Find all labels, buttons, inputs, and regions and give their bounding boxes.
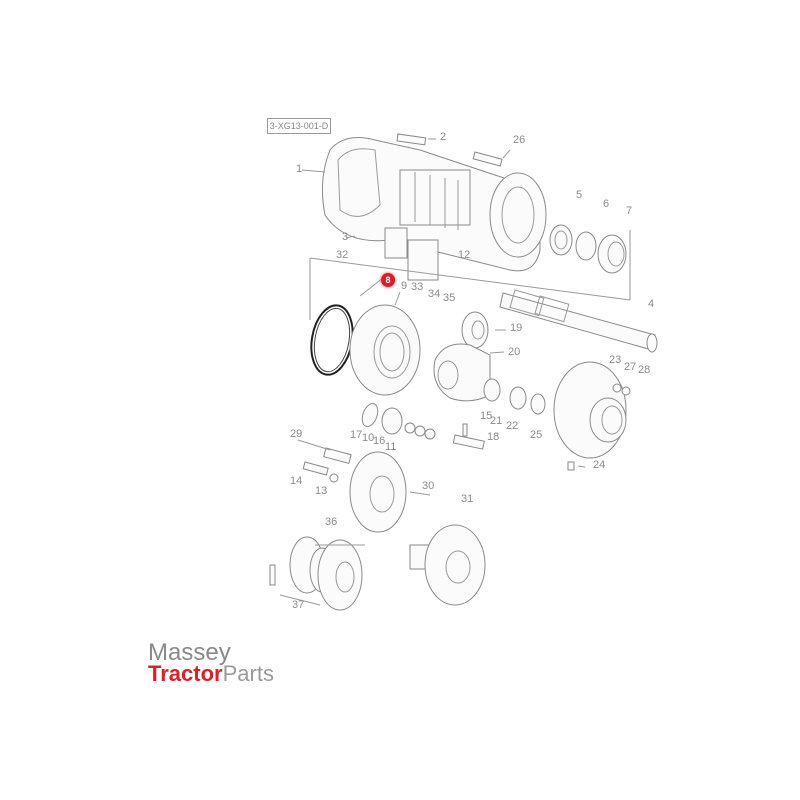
callout-32[interactable]: 32 xyxy=(336,249,348,261)
seal-set-36[interactable] xyxy=(289,536,363,611)
callout-2[interactable]: 2 xyxy=(440,131,446,143)
callout-24[interactable]: 24 xyxy=(593,459,605,471)
callout-31[interactable]: 31 xyxy=(461,493,473,505)
gear-19[interactable] xyxy=(461,311,489,349)
shaft-4[interactable] xyxy=(499,289,658,353)
callout-30[interactable]: 30 xyxy=(422,480,434,492)
bolt-14[interactable] xyxy=(302,461,329,476)
callout-12[interactable]: 12 xyxy=(458,249,470,261)
callout-25[interactable]: 25 xyxy=(530,429,542,441)
callout-13[interactable]: 13 xyxy=(315,485,327,497)
carrier-20[interactable] xyxy=(433,343,491,402)
callout-1[interactable]: 1 xyxy=(296,163,302,175)
callout-14[interactable]: 14 xyxy=(290,475,302,487)
washers-16-11[interactable] xyxy=(404,422,436,440)
axle-housing[interactable] xyxy=(321,137,547,281)
callout-29[interactable]: 29 xyxy=(290,428,302,440)
nut-27-28[interactable] xyxy=(612,383,631,396)
bearing-5[interactable] xyxy=(549,224,573,256)
callout-6[interactable]: 6 xyxy=(603,198,609,210)
seal-6[interactable] xyxy=(575,231,597,261)
bolt-2[interactable] xyxy=(396,133,427,146)
callout-20[interactable]: 20 xyxy=(508,346,520,358)
callout-33[interactable]: 33 xyxy=(411,281,423,293)
bearing-7[interactable] xyxy=(597,234,627,274)
callout-4[interactable]: 4 xyxy=(648,298,654,310)
washer-17[interactable] xyxy=(359,401,380,428)
diagram-reference-code: 3-XG13-001-D xyxy=(267,118,331,134)
callout-17[interactable]: 17 xyxy=(350,429,362,441)
stud-29[interactable] xyxy=(323,447,352,465)
bolt-26[interactable] xyxy=(472,151,503,167)
logo-tractor: Tractor xyxy=(148,661,223,686)
callout-23[interactable]: 23 xyxy=(609,354,621,366)
callout-26[interactable]: 26 xyxy=(513,134,525,146)
plug-24[interactable] xyxy=(567,461,575,471)
pin-37[interactable] xyxy=(269,564,276,586)
logo-tractorparts: TractorParts xyxy=(148,663,274,685)
logo-massey: Massey xyxy=(148,639,231,666)
callout-28[interactable]: 28 xyxy=(638,364,650,376)
callout-22[interactable]: 22 xyxy=(506,420,518,432)
callout-36[interactable]: 36 xyxy=(325,516,337,528)
gear-10[interactable] xyxy=(381,407,403,435)
axle-flange-31[interactable] xyxy=(409,524,486,606)
gear-9[interactable] xyxy=(349,304,421,396)
callout-19[interactable]: 19 xyxy=(510,322,522,334)
highlighted-part-badge[interactable]: 8 xyxy=(381,273,395,287)
callout-34[interactable]: 34 xyxy=(428,288,440,300)
bearing-21[interactable] xyxy=(483,378,501,402)
brand-logo[interactable]: Massey TractorParts xyxy=(148,641,274,685)
callout-18[interactable]: 18 xyxy=(487,431,499,443)
callout-27[interactable]: 27 xyxy=(624,361,636,373)
callout-37[interactable]: 37 xyxy=(292,599,304,611)
ring-22[interactable] xyxy=(509,386,527,410)
pin-15[interactable] xyxy=(462,423,468,437)
flange-30[interactable] xyxy=(349,451,407,533)
o-ring-8[interactable] xyxy=(306,302,358,378)
callout-9[interactable]: 9 xyxy=(401,280,407,292)
leader-lines xyxy=(279,138,631,606)
callout-21[interactable]: 21 xyxy=(490,415,502,427)
callout-15[interactable]: 15 xyxy=(480,410,492,422)
callout-7[interactable]: 7 xyxy=(626,205,632,217)
pin-18[interactable] xyxy=(452,434,485,450)
callout-10[interactable]: 10 xyxy=(362,432,374,444)
seal-25[interactable] xyxy=(530,393,546,415)
callout-3[interactable]: 3 xyxy=(342,231,348,243)
callout-16[interactable]: 16 xyxy=(373,435,385,447)
logo-parts: Parts xyxy=(222,661,274,686)
callout-11[interactable]: 11 xyxy=(385,441,396,453)
hub-housing-23[interactable] xyxy=(553,361,627,459)
nut-13[interactable] xyxy=(329,473,339,483)
callout-35[interactable]: 35 xyxy=(443,292,455,304)
callout-5[interactable]: 5 xyxy=(576,189,582,201)
